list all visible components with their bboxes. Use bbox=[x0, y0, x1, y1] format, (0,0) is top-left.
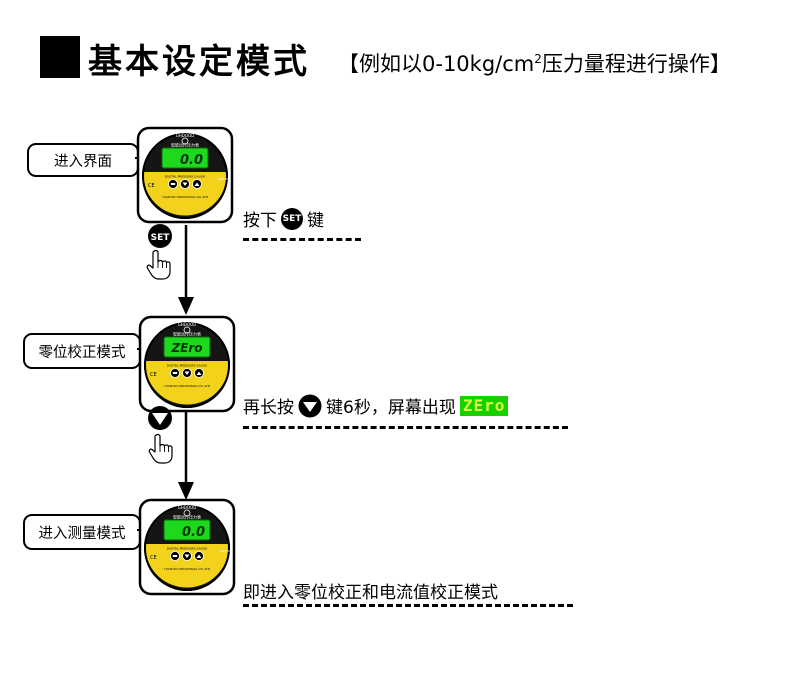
title-block-icon bbox=[40, 36, 80, 78]
lcd-display: ZEro bbox=[170, 341, 202, 355]
gauge-maker: YUANYOU INDUSTRIAL CO.,LTD bbox=[164, 567, 211, 571]
gauge-brand: GHDOOD bbox=[178, 505, 197, 510]
instruction-2-prefix: 再长按 bbox=[243, 398, 294, 418]
gauge-name: 智能远传压力表 bbox=[173, 331, 201, 337]
ce-mark: CE bbox=[150, 555, 157, 561]
gauge-device-1: GHDOOD 智能远传压力表 0.0 kg/cm² DIGITAL PRESSU… bbox=[136, 126, 234, 224]
title-note-prefix: 【例如以0-10kg/cm bbox=[338, 52, 535, 76]
gauge-device-2: GHDOOD 智能远传压力表 ZEro DIGITAL PRESSURE GAU… bbox=[138, 315, 236, 413]
lcd-display-inline: ZEro bbox=[459, 395, 509, 416]
page-title: 基本设定模式 bbox=[88, 42, 310, 82]
instruction-3-text: 即进入零位校正和电流值校正模式 bbox=[243, 583, 498, 603]
gauge-name: 智能远传压力表 bbox=[173, 514, 201, 520]
gauge-name: 智能远传压力表 bbox=[171, 142, 199, 148]
gauge-band-text: DIGITAL PRESSURE GAUGE bbox=[167, 364, 207, 368]
dashed-underline bbox=[243, 426, 568, 429]
set-key-action: SET bbox=[146, 224, 172, 280]
arrow-down-icon bbox=[178, 482, 194, 500]
step-box-measure: 进入测量模式 bbox=[23, 514, 141, 550]
instruction-2: 再长按 键6秒，屏幕出现 ZEro bbox=[243, 393, 509, 418]
gauge-maker: YUANYOU INDUSTRIAL CO.,LTD bbox=[162, 195, 209, 199]
instruction-3: 即进入零位校正和电流值校正模式 bbox=[243, 578, 498, 603]
arrow-down-icon bbox=[178, 297, 194, 315]
title-note-suffix: 压力量程进行操作】 bbox=[541, 52, 731, 76]
step-box-enter: 进入界面 bbox=[27, 143, 139, 177]
step-label: 进入测量模式 bbox=[38, 525, 126, 542]
title-note: 【例如以0-10kg/cm2压力量程进行操作】 bbox=[338, 48, 731, 78]
step-label: 零位校正模式 bbox=[38, 344, 126, 361]
hand-pointer-icon bbox=[148, 433, 173, 464]
step-label: 进入界面 bbox=[54, 153, 112, 170]
ce-mark: CE bbox=[148, 183, 155, 189]
gauge-brand: GHDOOD bbox=[178, 322, 197, 327]
instruction-1-prefix: 按下 bbox=[243, 211, 277, 231]
down-key-action bbox=[148, 406, 173, 464]
instruction-1-suffix: 键 bbox=[307, 211, 324, 231]
gauge-device-3: GHDOOD 智能远传压力表 0.0 kg/cm² DIGITAL PRESSU… bbox=[138, 498, 236, 596]
instruction-1: 按下 SET 键 bbox=[243, 206, 324, 231]
ce-mark: CE bbox=[150, 372, 157, 378]
gauge-maker: YUANYOU INDUSTRIAL CO.,LTD bbox=[164, 384, 211, 388]
down-triangle-icon bbox=[152, 413, 168, 425]
hand-pointer-icon bbox=[146, 249, 171, 280]
dashed-underline bbox=[243, 604, 573, 607]
gauge-unit: kg/cm² bbox=[218, 177, 230, 181]
down-key-icon bbox=[298, 394, 322, 417]
title-note-sup: 2 bbox=[534, 52, 542, 66]
dashed-underline bbox=[243, 238, 361, 241]
set-key-label: SET bbox=[151, 233, 171, 243]
lcd-display: 0.0 bbox=[180, 153, 203, 168]
gauge-band-text: DIGITAL PRESSURE GAUGE bbox=[167, 547, 207, 551]
instruction-2-suffix: 键6秒，屏幕出现 bbox=[326, 398, 456, 418]
gauge-brand: GHDOOD bbox=[176, 133, 195, 138]
gauge-unit: kg/cm² bbox=[220, 549, 232, 553]
gauge-band-text: DIGITAL PRESSURE GAUGE bbox=[165, 175, 205, 179]
set-key-icon: SET bbox=[281, 207, 303, 230]
set-key-icon bbox=[148, 224, 172, 248]
lcd-display: 0.0 bbox=[182, 525, 205, 540]
